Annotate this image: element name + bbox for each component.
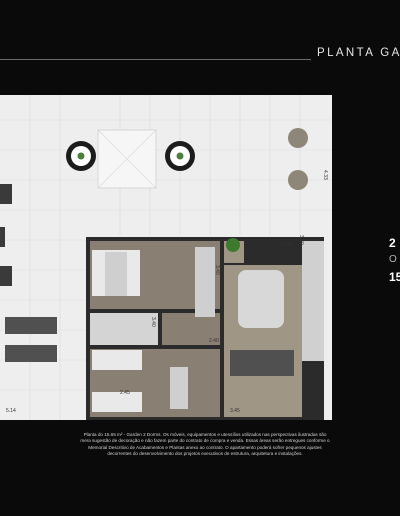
dimension-label: 2.40: [209, 338, 219, 344]
header-title: PLANTA GA: [317, 47, 400, 59]
dimension-label: 4.33: [322, 170, 328, 180]
header-divider: [0, 59, 311, 60]
garden-armchairs: [288, 128, 308, 190]
dimension-label: 3.45: [230, 408, 240, 414]
outdoor-table-left: [66, 141, 96, 171]
dimension-label: 3.30: [298, 235, 304, 245]
outdoor-table-right: [165, 141, 195, 171]
dimension-label: 3.40: [214, 265, 220, 275]
side-info-line-3: 15: [389, 270, 400, 285]
dimension-label: 2.45: [120, 390, 130, 396]
dimension-label: 3.40: [150, 317, 156, 327]
floor-plan: 4.33 3.30 3.40 3.40 2.40 2.45 3.45 5.14 3.40: [0, 95, 332, 420]
indoor-plant: [226, 238, 240, 252]
dimension-label: 5.14: [6, 408, 16, 414]
apartment-interior: [86, 237, 324, 420]
footnote: Planta do 15.65 m² - Garden 2 Dorms. Os …: [80, 432, 330, 456]
side-info-line-2: O: [389, 254, 397, 266]
tent-canopy: [97, 129, 157, 189]
dimension-label: 3.40: [282, 241, 292, 247]
left-lounge: [0, 184, 57, 362]
side-info-line-1: 2: [389, 236, 396, 250]
side-info: 2 O 15: [389, 236, 400, 285]
